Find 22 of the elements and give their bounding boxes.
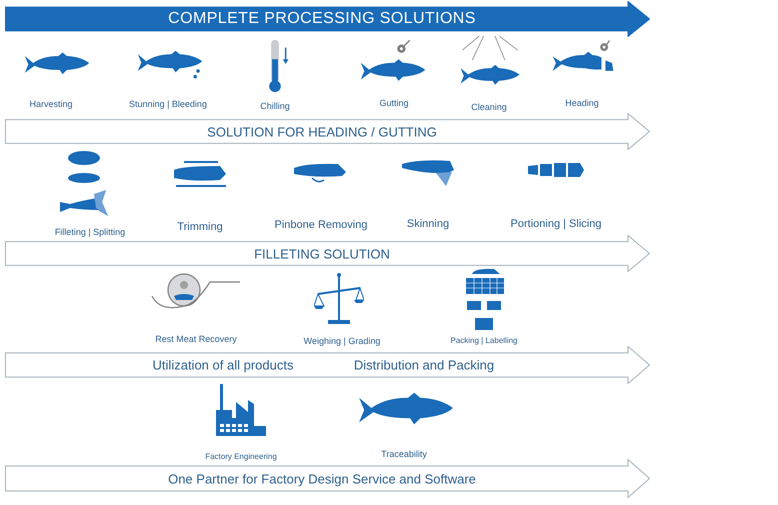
step-caption: Heading <box>565 97 599 110</box>
band-title: Distribution and Packing <box>354 356 494 374</box>
step-caption: Harvesting <box>29 98 73 111</box>
band-title: COMPLETE PROCESSING SOLUTIONS <box>168 9 476 29</box>
step-caption: Trimming <box>177 220 223 235</box>
band-title: Utilization of all products <box>152 356 294 374</box>
step-caption: Factory Engineering <box>205 451 277 463</box>
step-caption: Portioning | Slicing <box>510 217 602 232</box>
step-caption: Weighing | Grading <box>304 335 380 348</box>
step-caption: Chilling <box>260 100 290 113</box>
step-caption: Stunning | Bleeding <box>129 98 207 111</box>
band-title: One Partner for Factory Design Service and Software <box>168 470 476 488</box>
step-caption: Pinbone Removing <box>274 218 368 233</box>
step-caption: Rest Meat Recovery <box>155 333 237 346</box>
step-caption: Packing | Labelling <box>450 335 518 347</box>
step-caption: Cleaning <box>471 101 507 114</box>
band-title: SOLUTION FOR HEADING / GUTTING <box>207 122 437 141</box>
step-caption: Traceability <box>381 448 427 461</box>
step-caption: Skinning <box>406 217 450 232</box>
band-title: FILLETING SOLUTION <box>254 244 390 263</box>
step-caption: Filleting | Splitting <box>54 226 126 239</box>
step-caption: Gutting <box>379 97 409 110</box>
